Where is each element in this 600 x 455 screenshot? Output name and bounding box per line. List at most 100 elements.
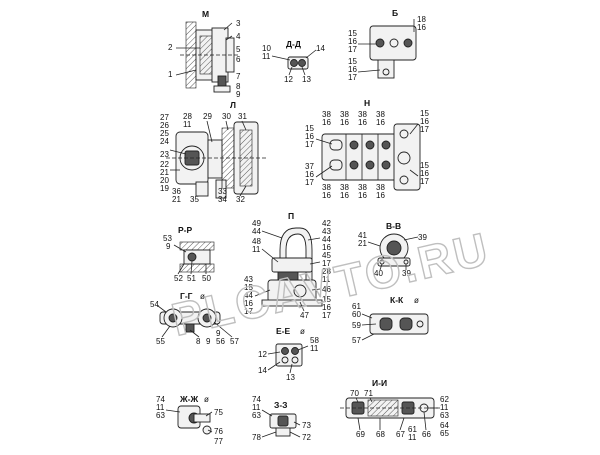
- view-p-label-19: 15: [322, 295, 331, 304]
- view-n-label-15: 16: [305, 170, 314, 179]
- view-p-label-7: 16: [322, 243, 331, 252]
- view-b-label-2: 15: [348, 29, 357, 38]
- view-p-label-10: 28: [322, 267, 331, 276]
- view-p-label-20: 16: [322, 303, 331, 312]
- view-dd-label-4: 13: [302, 75, 311, 84]
- view-ee-title: Е-Е: [276, 326, 291, 336]
- view-p-label-14: 15: [244, 283, 253, 292]
- view-rr-label-1: 9: [166, 242, 171, 251]
- view-n-label-9: 38: [376, 110, 385, 119]
- view-rr-label-4: 50: [202, 274, 211, 283]
- view-dd-label-2: 14: [316, 44, 325, 53]
- view-ee-mark-icon: ø: [300, 327, 305, 336]
- view-zz-drawing: [269, 413, 297, 437]
- view-dd-label-0: 10: [262, 44, 271, 53]
- view-b-label-5: 15: [348, 57, 357, 66]
- view-n-label-5: 38: [340, 110, 349, 119]
- view-zz-label-1: 11: [252, 403, 261, 412]
- view-n-label-8: 16: [358, 118, 367, 127]
- view-l-label-7: 20: [160, 176, 169, 185]
- view-zz-label-3: 73: [302, 421, 311, 430]
- view-m-label-2: 2: [168, 43, 173, 52]
- view-vv-label-3: 40: [374, 269, 383, 278]
- view-p-label-9: 17: [322, 259, 331, 268]
- view-l-label-2: 25: [160, 129, 169, 138]
- view-n-label-26: 38: [376, 183, 385, 192]
- view-gg-drawing: [159, 308, 221, 333]
- view-l-label-3: 24: [160, 137, 169, 146]
- view-p-title: П: [288, 211, 294, 221]
- view-p: П 49 44 48 11 42 43 44 16 45 17 28 11 46…: [244, 211, 331, 320]
- view-n-label-1: 16: [305, 132, 314, 141]
- view-vv-label-1: 21: [358, 239, 367, 248]
- view-zhzh-mark-icon: ø: [204, 395, 209, 404]
- view-vv-label-4: 39: [402, 269, 411, 278]
- view-ii-label-9: 11: [408, 433, 417, 442]
- view-m-label-4: 6: [236, 55, 241, 64]
- view-l-label-8: 19: [160, 184, 169, 193]
- view-m-title: М: [202, 9, 209, 19]
- view-ee-label-3: 14: [258, 366, 267, 375]
- view-zhzh-label-1: 11: [156, 403, 165, 412]
- view-l: Л 27 26 25 24 23 22 21 20 19 28 11 29 30…: [160, 100, 266, 204]
- view-p-label-5: 43: [322, 227, 331, 236]
- view-rr-label-3: 51: [187, 274, 196, 283]
- view-kk-drawing: [369, 313, 429, 335]
- view-m-label-3: 5: [236, 45, 241, 54]
- view-zhzh-title: Ж-Ж: [179, 394, 199, 404]
- view-n-label-17: 15: [420, 161, 429, 170]
- view-n-label-19: 17: [420, 177, 429, 186]
- view-kk-title: К-К: [390, 295, 404, 305]
- view-p-label-21: 17: [322, 311, 331, 320]
- view-gg-label-0: 54: [150, 300, 159, 309]
- view-rr-title: Р-Р: [178, 225, 193, 235]
- view-m-label-0: 3: [236, 19, 241, 28]
- view-m-label-6: 7: [236, 72, 241, 81]
- view-kk-mark-icon: ø: [414, 296, 419, 305]
- view-rr: Р-Р 53 9 52 51 50: [163, 225, 215, 283]
- view-ii-label-10: 66: [422, 430, 431, 439]
- view-gg-title: Г-Г: [180, 291, 193, 301]
- view-n-title: Н: [364, 98, 370, 108]
- view-l-label-12: 30: [222, 112, 231, 121]
- view-kk-label-2: 59: [352, 321, 361, 330]
- view-vv-label-0: 41: [358, 231, 367, 240]
- view-gg-label-6: 57: [230, 337, 239, 346]
- view-kk-label-1: 60: [352, 310, 361, 319]
- view-gg-label-3: 9: [216, 329, 221, 338]
- view-n-label-4: 16: [322, 118, 331, 127]
- view-l-label-18: 34: [218, 195, 227, 204]
- view-p-label-2: 48: [252, 237, 261, 246]
- view-n-drawing: [321, 123, 421, 191]
- view-ee-label-1: 11: [310, 344, 319, 353]
- view-kk: К-К ø 61 60 59 57: [352, 295, 429, 345]
- view-p-label-15: 44: [244, 291, 253, 300]
- view-vv-label-2: 39: [418, 233, 427, 242]
- view-p-label-16: 16: [244, 299, 253, 308]
- view-ii-label-6: 68: [376, 430, 385, 439]
- view-p-label-11: 11: [322, 275, 331, 284]
- view-vv-drawing: [377, 233, 411, 267]
- view-ii-label-3: 11: [440, 403, 449, 412]
- view-l-label-13: 31: [238, 112, 247, 121]
- view-zz: З-З 74 11 63 73 78 72: [252, 395, 311, 442]
- view-dd-label-1: 11: [262, 52, 271, 61]
- view-n-label-14: 37: [305, 162, 314, 171]
- view-l-label-15: 21: [172, 195, 181, 204]
- view-gg-mark-icon: ø: [200, 292, 205, 301]
- view-n-label-11: 15: [420, 109, 429, 118]
- view-p-label-12: 46: [322, 285, 331, 294]
- view-n-label-22: 38: [340, 183, 349, 192]
- view-gg-label-5: 9: [206, 337, 211, 346]
- view-l-label-1: 26: [160, 121, 169, 130]
- view-zhzh-drawing: [177, 405, 212, 435]
- view-m-drawing: [180, 21, 240, 93]
- view-l-label-14: 36: [172, 187, 181, 196]
- view-p-label-4: 42: [322, 219, 331, 228]
- view-l-label-6: 21: [160, 168, 169, 177]
- view-b-label-0: 18: [417, 15, 426, 24]
- view-zhzh-label-4: 76: [214, 427, 223, 436]
- view-rr-drawing: [179, 241, 215, 273]
- view-l-label-4: 23: [160, 150, 169, 159]
